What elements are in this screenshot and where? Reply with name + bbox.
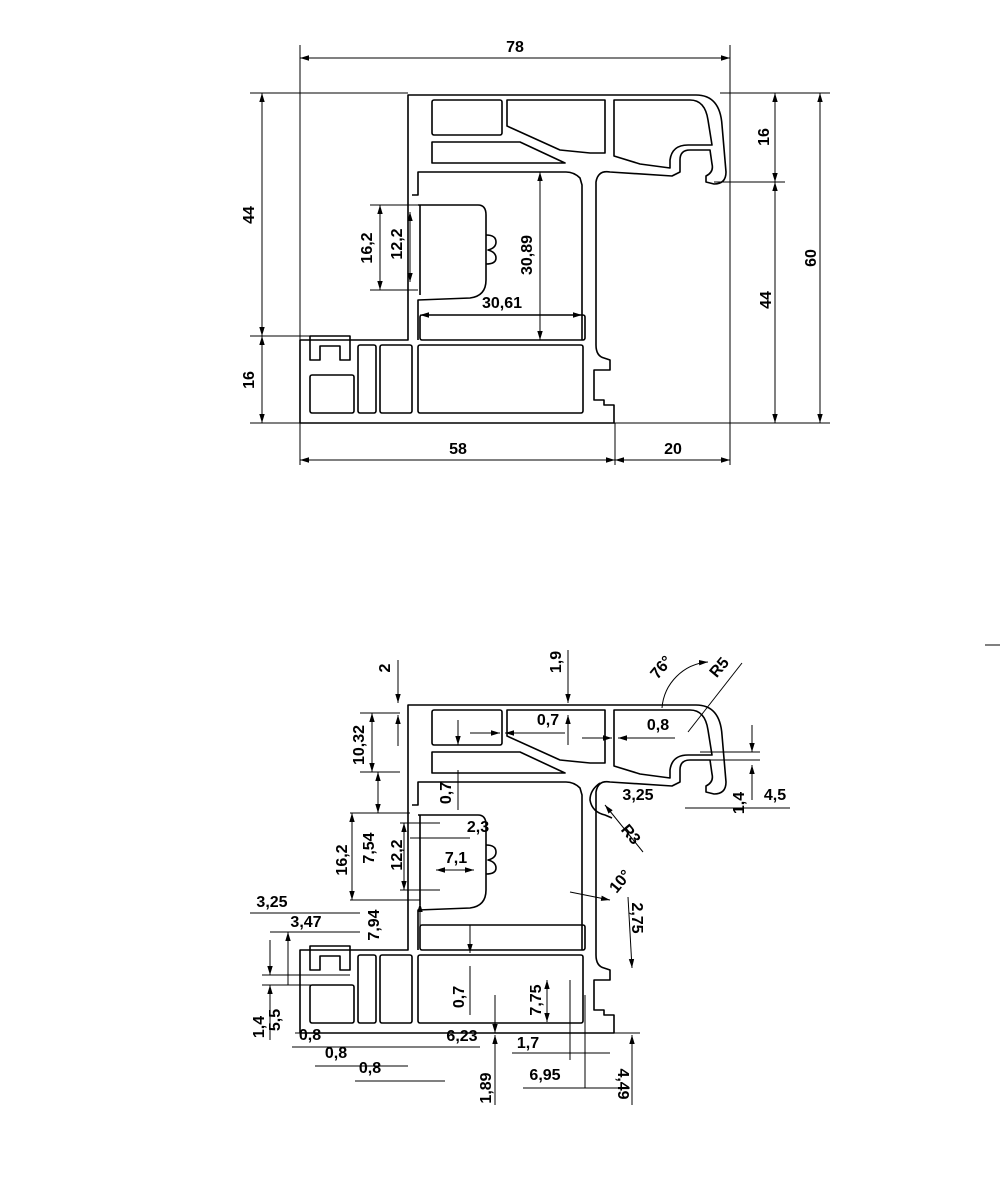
dim-label: 6,23 xyxy=(446,1028,477,1045)
dim-label: 7,94 xyxy=(366,909,383,940)
dim-label: 2 xyxy=(377,663,394,672)
dim-label: 0,7 xyxy=(438,782,455,804)
dim-bottom-left-width: 58 xyxy=(449,441,467,458)
dim-label: 0,8 xyxy=(299,1027,321,1044)
dim-label: 2,3 xyxy=(467,819,489,836)
dim-label: 0,7 xyxy=(537,712,559,729)
dim-label: 0,8 xyxy=(325,1045,347,1062)
dim-label: 2,75 xyxy=(628,902,645,933)
dim-label: 0,8 xyxy=(647,717,669,734)
dim-right-lower-height: 44 xyxy=(758,291,775,309)
dim-label: 6,95 xyxy=(529,1067,560,1084)
dim-label: 3,47 xyxy=(290,914,321,931)
dim-label: 10,32 xyxy=(351,725,368,765)
bottom-dimension-labels: 2 1,9 76° R5 10,32 0,7 0,8 0,7 3,25 1,4 … xyxy=(251,651,786,1104)
dim-label: 7,75 xyxy=(528,984,545,1015)
dim-label: 16,2 xyxy=(334,844,351,875)
dim-label: 7,1 xyxy=(445,850,467,867)
dim-label: 1,7 xyxy=(517,1035,539,1052)
dim-overall-width: 78 xyxy=(506,39,524,56)
dim-label: 1,9 xyxy=(548,651,565,673)
dim-label: 4,5 xyxy=(764,787,786,804)
dim-clip-outer-height: 16,2 xyxy=(359,232,376,263)
dim-label: 0,7 xyxy=(451,986,468,1008)
dim-label: 1,4 xyxy=(731,792,748,814)
dim-label: 1,4 xyxy=(251,1016,268,1038)
dim-label: 7,54 xyxy=(361,832,378,863)
dim-label: 76° xyxy=(647,653,676,682)
top-profile-drawing: 78 44 16 16,2 12,2 30,89 30,61 58 20 16 … xyxy=(241,39,830,465)
dim-label: 10° xyxy=(606,867,635,896)
r3-groove xyxy=(589,782,613,819)
dim-label: 5,5 xyxy=(267,1009,284,1031)
dim-label: 1,89 xyxy=(478,1072,495,1103)
dim-label: R5 xyxy=(707,654,733,681)
bottom-profile-drawing: 2 1,9 76° R5 10,32 0,7 0,8 0,7 3,25 1,4 … xyxy=(250,644,1000,1105)
dim-label: 12,2 xyxy=(389,839,406,870)
dim-label: 3,25 xyxy=(256,894,287,911)
dim-overall-height: 60 xyxy=(803,249,820,267)
dim-inner-height: 30,89 xyxy=(519,235,536,275)
dim-label: 3,25 xyxy=(622,787,653,804)
dim-clip-inner-height: 12,2 xyxy=(389,228,406,259)
dim-left-lower-height: 16 xyxy=(241,371,258,389)
dim-inner-width: 30,61 xyxy=(482,295,522,312)
dim-label: 0,8 xyxy=(359,1060,381,1077)
dim-bottom-right-width: 20 xyxy=(664,441,682,458)
dim-right-upper-height: 16 xyxy=(756,128,773,146)
dim-label: 4,49 xyxy=(614,1068,631,1099)
dim-left-upper-height: 44 xyxy=(241,206,258,224)
